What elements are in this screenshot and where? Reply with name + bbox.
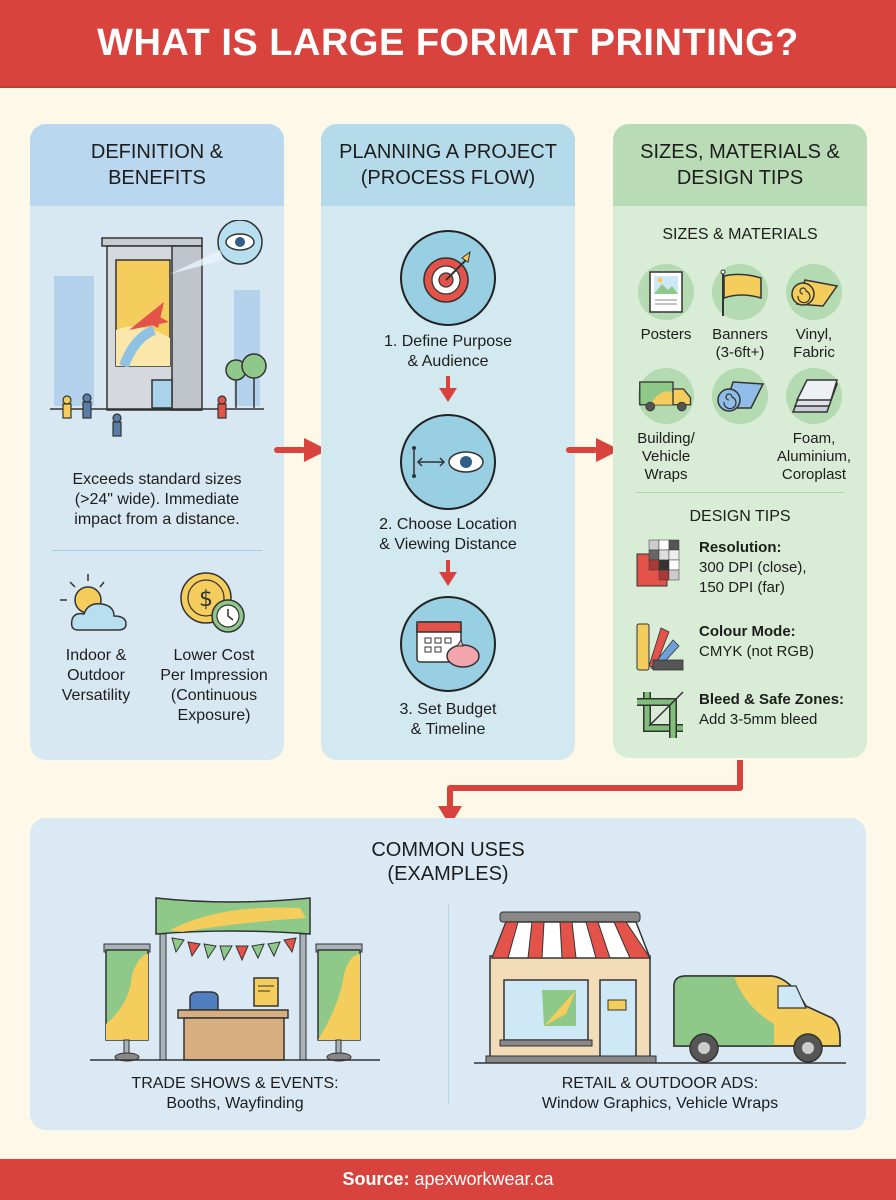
fabric-roll-icon [712,368,768,424]
flow-arrow-connector-icon [438,760,743,826]
flow-arrow-right-icon [274,438,328,462]
color-swatch-icon [636,623,684,671]
storefront-van-icon [474,911,846,1064]
use-retail-outdoor: RETAIL & OUTDOOR ADS: Window Graphics, V… [541,1075,779,1112]
flag-banner-icon [712,264,768,320]
pixel-grid-icon [636,539,680,587]
title-banner: WHAT IS LARGE FORMAT PRINTING? [0,0,896,88]
material-banners: Banners (3-6ft+) [700,264,780,362]
coin-clock-icon: $ [180,572,245,633]
tip-bleed-safe-zones: Bleed & Safe Zones:Add 3-5mm bleed [635,690,855,740]
materials-heading: SIZES & MATERIALS [662,226,818,243]
benefit-versatility: Indoor & Outdoor Versatility [61,647,131,704]
use-trade-shows: TRADE SHOWS & EVENTS: Booths, Wayfinding [131,1075,339,1112]
planning-heading: PLANNING A PROJECT(PROCESS FLOW) [321,124,575,206]
crop-icon [637,691,684,738]
page-title: WHAT IS LARGE FORMAT PRINTING? [97,21,799,64]
benefit-lower-cost: Lower Cost Per Impression (Continuous Ex… [160,647,268,724]
step-1-label: 1. Define Purpose & Audience [383,333,513,370]
design-tips-heading: DESIGN TIPS [689,508,791,525]
calendar-piggybank-icon [400,596,496,692]
flow-arrow-down-icon [439,376,457,402]
common-uses-heading: COMMON USES (EXAMPLES) [371,839,525,885]
trade-show-booth-icon [90,897,380,1062]
flow-arrow-down-icon [439,560,457,586]
planning-panel: PLANNING A PROJECT(PROCESS FLOW) 1. Defi… [321,124,575,760]
poster-icon [638,264,694,320]
divider [448,904,449,1104]
target-icon [400,230,496,326]
tip-resolution: Resolution:300 DPI (close),150 DPI (far) [635,538,855,598]
sun-cloud-icon [60,574,127,631]
material-foam-aluminium-coroplast: Foam, Aluminium, Coroplast [768,368,860,484]
definition-panel: DEFINITION &BENEFITS Exceeds standard si… [30,124,284,760]
step-3-label: 3. Set Budget & Timeline [399,701,497,738]
source-link[interactable]: apexworkwear.ca [414,1169,554,1189]
building-with-billboard-icon [50,220,267,437]
material-posters: Posters [626,264,706,344]
svg-text:$: $ [199,587,213,612]
flow-arrow-right-icon [566,438,620,462]
material-fabric-roll [700,368,780,430]
vinyl-roll-icon [786,264,842,320]
step-2-label: 2. Choose Location & Viewing Distance [379,516,517,553]
material-vinyl-fabric: Vinyl, Fabric [774,264,854,362]
divider [52,550,262,551]
divider [635,492,845,493]
sizes-panel: SIZES, MATERIALS &DESIGN TIPS SIZES & MA… [613,124,867,758]
source-label: Source: [342,1169,410,1189]
distance-eye-icon [400,414,496,510]
truck-icon [638,368,694,424]
common-uses-panel: COMMON USES (EXAMPLES) TRADE SHOWS & EVE… [30,818,866,1130]
source-footer: Source: apexworkwear.ca [0,1159,896,1200]
material-building-vehicle-wraps: Building/ Vehicle Wraps [626,368,706,484]
sizes-heading: SIZES, MATERIALS &DESIGN TIPS [613,124,867,206]
board-sheets-icon [786,368,842,424]
definition-heading: DEFINITION &BENEFITS [30,124,284,206]
tip-colour-mode: Colour Mode:CMYK (not RGB) [635,622,855,672]
definition-description: Exceeds standard sizes (>24" wide). Imme… [72,471,242,528]
